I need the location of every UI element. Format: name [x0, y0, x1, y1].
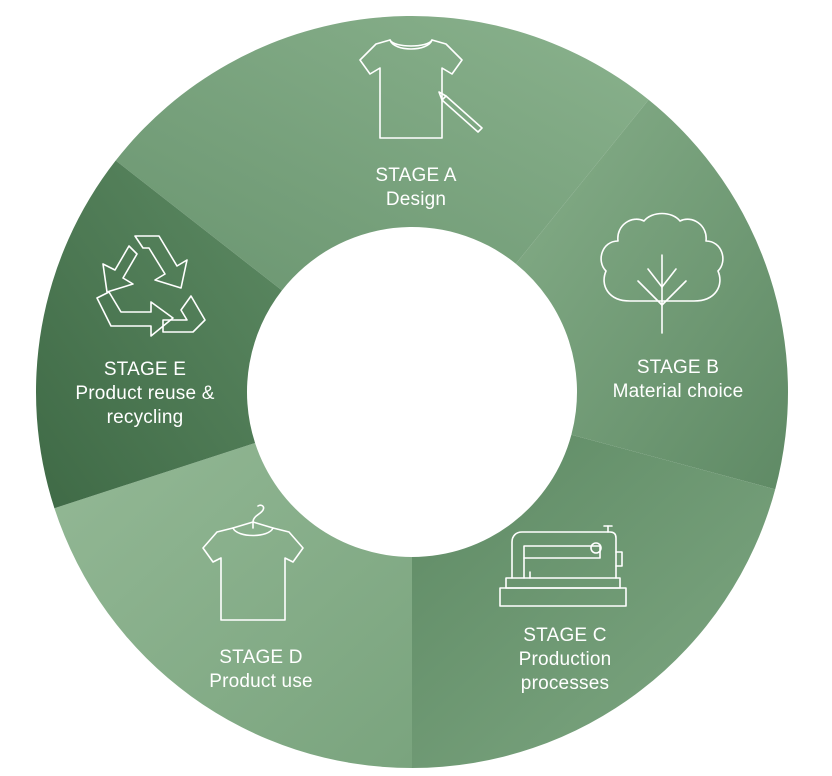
stage-c-label: STAGE C Production processes [490, 624, 640, 696]
stage-e-label: STAGE E Product reuse & recycling [50, 358, 240, 430]
tshirt-hanger-icon [202, 504, 304, 621]
stage-a-label: STAGE A Design [346, 164, 486, 212]
tshirt-pencil-icon [359, 39, 483, 139]
sewing-machine-icon [499, 525, 627, 607]
stage-d-name: Product use [209, 671, 313, 692]
stage-d-label: STAGE D Product use [186, 646, 336, 694]
stage-b-name: Material choice [612, 381, 744, 402]
stage-c-name-line1: Production [518, 649, 612, 670]
stage-c-name-line2: processes [520, 673, 610, 694]
stage-c-segment [412, 434, 776, 768]
stage-b-label: STAGE B Material choice [588, 356, 768, 404]
stage-e-title: STAGE E [103, 359, 187, 380]
stage-e-segment [36, 160, 282, 509]
stage-b-title: STAGE B [636, 357, 720, 378]
stage-e-name-line1: Product reuse & [75, 383, 215, 404]
stage-a-title: STAGE A [375, 165, 457, 186]
stage-c-title: STAGE C [523, 625, 607, 646]
recycle-icon [96, 235, 206, 337]
stage-a-name: Design [385, 189, 447, 210]
stage-e-name-line2: recycling [106, 407, 184, 428]
stage-d-title: STAGE D [219, 647, 303, 668]
cotton-plant-icon [600, 212, 724, 334]
stage-a-segment [115, 16, 649, 291]
stage-d-segment [54, 442, 413, 768]
